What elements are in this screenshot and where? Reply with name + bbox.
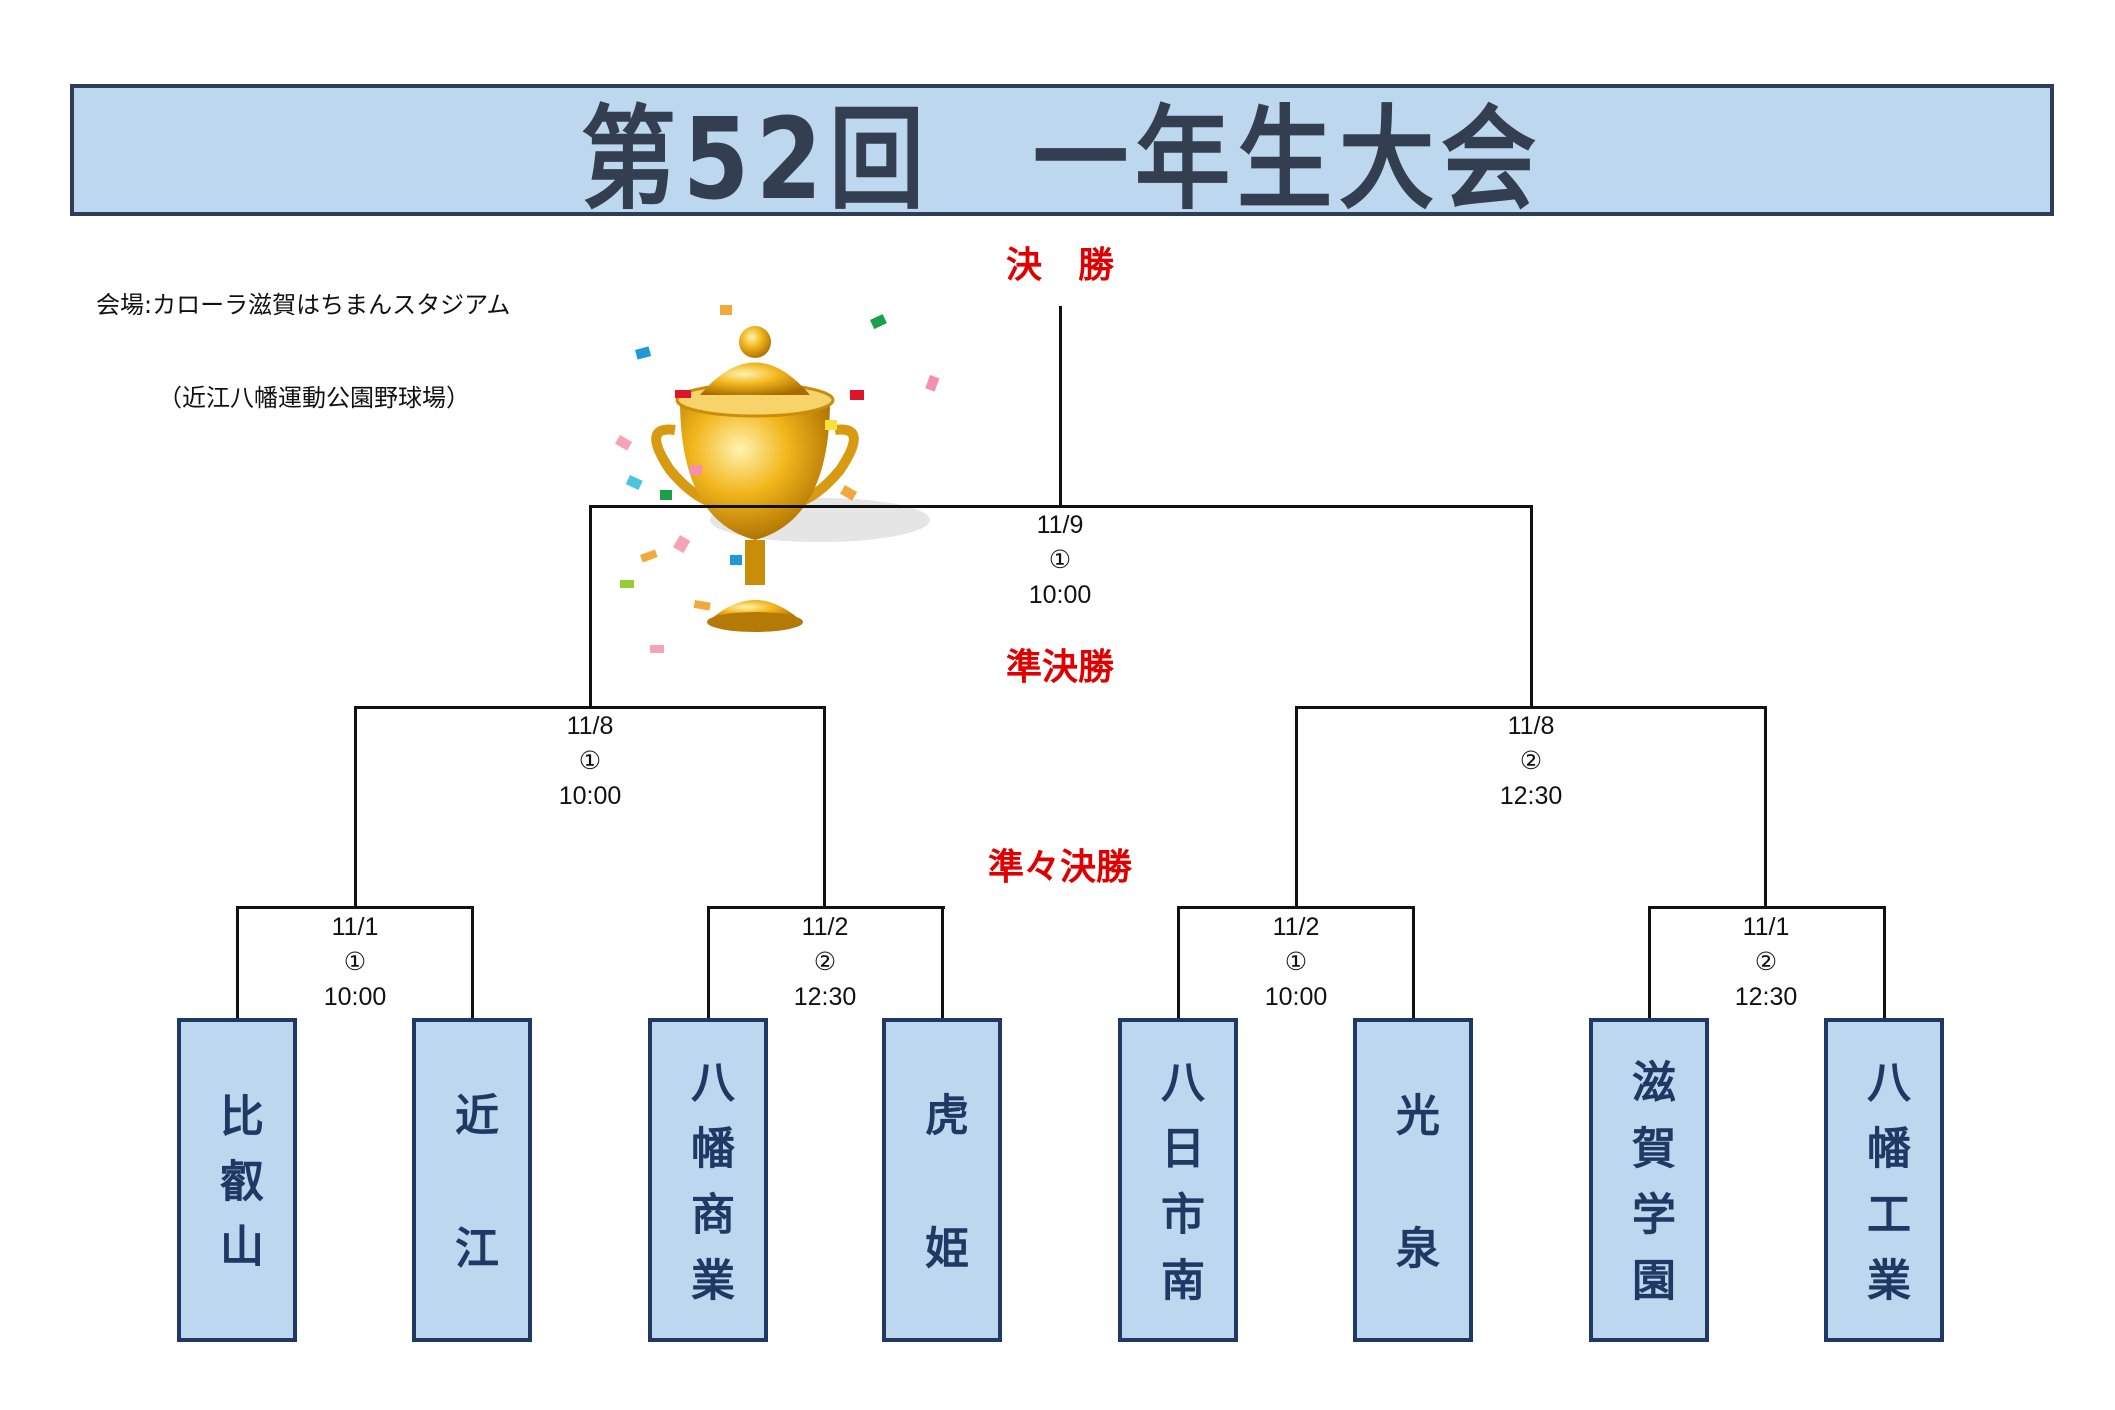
match-info-qf-4: 11/1 ② 12:30 <box>1735 910 1798 1015</box>
venue-line-2: （近江八幡運動公園野球場） <box>158 384 470 412</box>
match-field: ① <box>578 747 602 775</box>
match-field: ① <box>1048 546 1072 574</box>
match-time: 10:00 <box>1264 983 1328 1011</box>
bracket-line-final <box>590 505 1533 508</box>
match-field: ② <box>1519 747 1543 775</box>
venue-info: 会場:カローラ滋賀はちまんスタジアム （近江八幡運動公園野球場） <box>96 228 510 445</box>
team-name: 虎姫 <box>917 1091 968 1358</box>
bracket-line-team-2 <box>471 906 474 1020</box>
match-info-qf-3: 11/2 ① 10:00 <box>1265 910 1328 1015</box>
match-info-semi-2: 11/8 ② 12:30 <box>1500 709 1563 814</box>
round-label-quarterfinal: 準々決勝 <box>987 847 1133 888</box>
bracket-line-team-7 <box>1648 906 1651 1020</box>
team-name: 光泉 <box>1388 1091 1439 1358</box>
bracket-line-qf-3 <box>1178 906 1415 909</box>
bracket-line-qf-2 <box>708 906 945 909</box>
match-time: 10:00 <box>323 983 387 1011</box>
bracket-line-qf-1 <box>237 906 474 909</box>
match-date: 11/9 <box>1036 511 1084 539</box>
match-time: 10:00 <box>558 782 622 810</box>
team-box: 八幡工業 <box>1824 1018 1944 1342</box>
match-info-semi-1: 11/8 ① 10:00 <box>559 709 622 814</box>
trophy-icon <box>615 305 940 653</box>
title-banner: 第52回 一年生大会 <box>70 84 2054 225</box>
team-box: 光泉 <box>1353 1018 1473 1358</box>
bracket-line-qf3-stem <box>1295 706 1298 908</box>
bracket-line-final-stem <box>1059 306 1062 507</box>
bracket-line-team-1 <box>236 906 239 1020</box>
match-info-final: 11/9 ① 10:00 <box>1029 508 1092 613</box>
match-time: 12:30 <box>1734 983 1798 1011</box>
team-box: 近江 <box>412 1018 532 1358</box>
match-info-qf-1: 11/1 ① 10:00 <box>324 910 387 1015</box>
match-time: 12:30 <box>1499 782 1563 810</box>
bracket-line-team-6 <box>1412 906 1415 1020</box>
match-time: 10:00 <box>1028 581 1092 609</box>
match-date: 11/2 <box>801 913 849 941</box>
bracket-line-qf1-stem <box>354 706 357 908</box>
team-name: 滋賀学園 <box>1624 1059 1675 1323</box>
team-box: 八幡商業 <box>648 1018 768 1342</box>
team-name: 八日市南 <box>1153 1059 1204 1323</box>
bracket-line-qf2-stem <box>823 706 826 908</box>
bracket-line-team-5 <box>1177 906 1180 1020</box>
bracket-line-semi-left-stem <box>589 505 592 708</box>
team-box: 八日市南 <box>1118 1018 1238 1342</box>
bracket-line-semi-right-stem <box>1530 505 1533 708</box>
bracket-line-team-8 <box>1883 906 1886 1020</box>
round-label-final: 決 勝 <box>1005 245 1115 286</box>
team-box: 虎姫 <box>882 1018 1002 1358</box>
bracket-line-team-3 <box>707 906 710 1020</box>
team-name: 近江 <box>447 1091 498 1358</box>
match-field: ① <box>1284 948 1308 976</box>
match-field: ② <box>813 948 837 976</box>
match-field: ① <box>343 948 367 976</box>
team-name: 八幡工業 <box>1859 1059 1910 1323</box>
match-date: 11/8 <box>1507 712 1555 740</box>
match-field: ② <box>1754 948 1778 976</box>
match-date: 11/1 <box>1742 913 1790 941</box>
team-box: 比叡山 <box>177 1018 297 1342</box>
page-title: 第52回 一年生大会 <box>580 95 1544 225</box>
bracket-line-qf4-stem <box>1764 706 1767 908</box>
bracket-line-semi-1 <box>355 706 826 709</box>
bracket-line-qf-4 <box>1649 906 1886 909</box>
match-date: 11/2 <box>1272 913 1320 941</box>
round-label-semifinal: 準決勝 <box>1005 647 1115 688</box>
team-name: 比叡山 <box>212 1093 263 1288</box>
bracket-line-team-4 <box>941 906 944 1020</box>
team-box: 滋賀学園 <box>1589 1018 1709 1342</box>
team-name: 八幡商業 <box>683 1059 734 1323</box>
match-info-qf-2: 11/2 ② 12:30 <box>794 910 857 1015</box>
venue-line-1: 会場:カローラ滋賀はちまんスタジアム <box>96 291 511 319</box>
bracket-line-semi-2 <box>1296 706 1767 709</box>
match-date: 11/1 <box>331 913 379 941</box>
match-date: 11/8 <box>566 712 614 740</box>
match-time: 12:30 <box>793 983 857 1011</box>
